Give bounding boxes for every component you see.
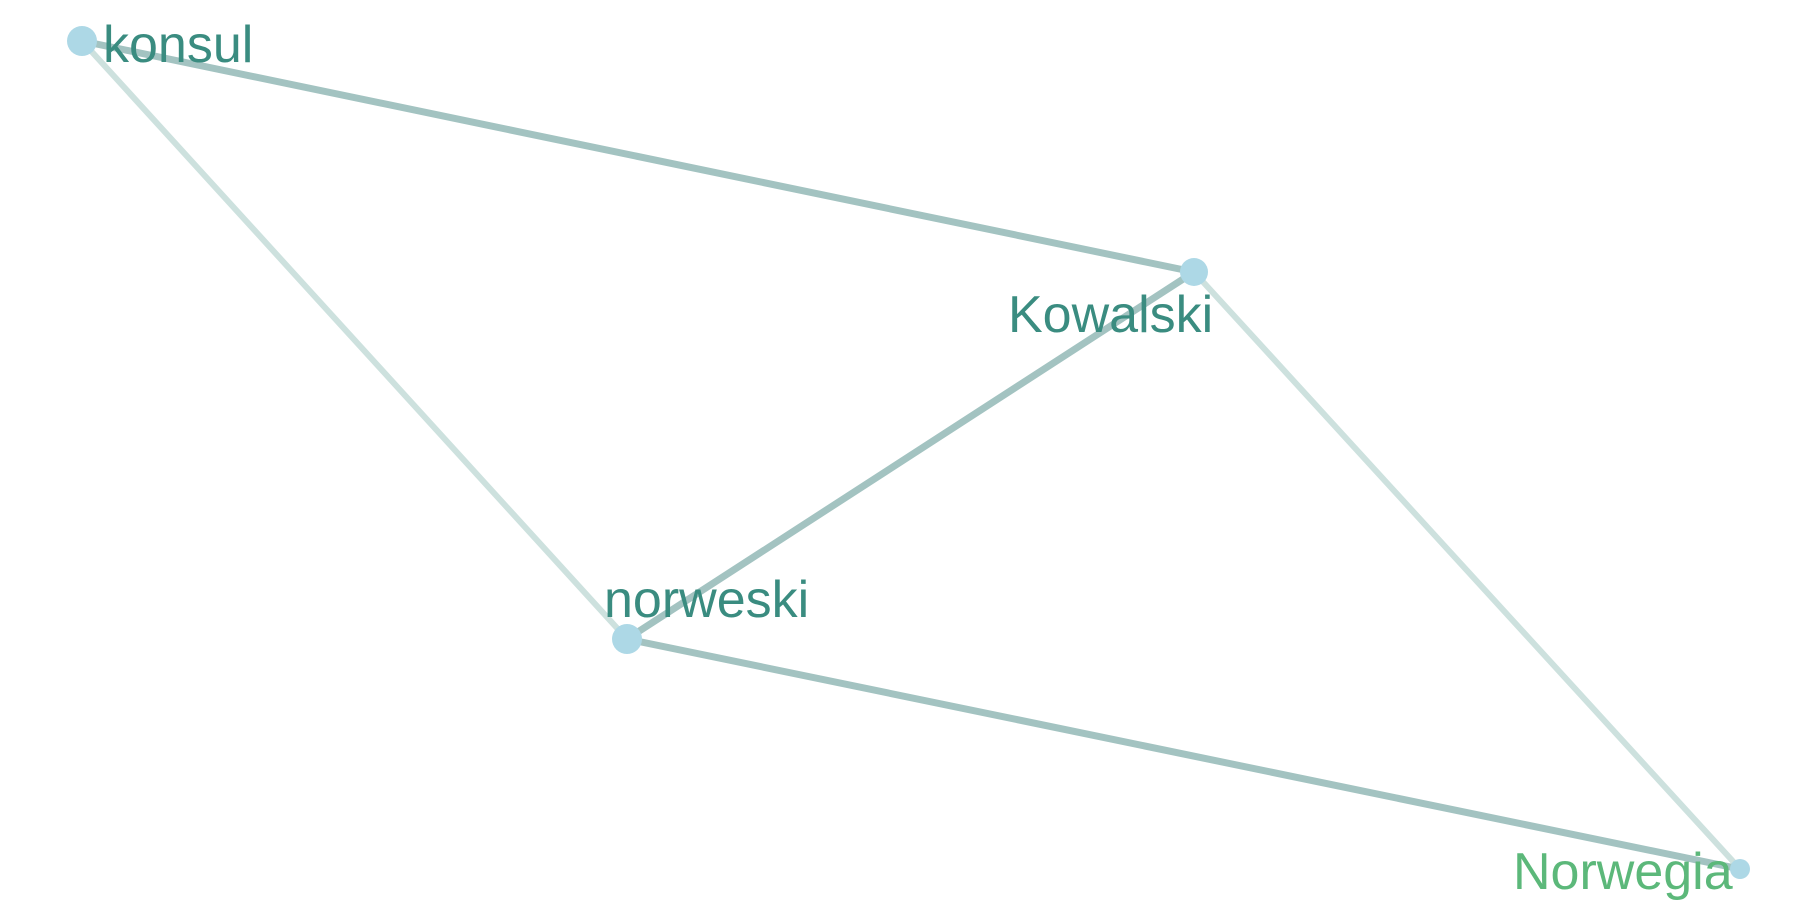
node-norweski [612,624,642,654]
edge-kowalski-norwegia [1191,269,1743,872]
edges-layer [78,37,1744,873]
edge-kowalski-norweski [623,268,1198,643]
nodes-layer [67,26,1750,879]
edge-norweski-norwegia [623,635,1744,873]
node-konsul [67,26,97,56]
node-label-kowalski: Kowalski [1008,286,1213,344]
node-norwegia [1730,859,1750,879]
node-label-norwegia: Norwegia [1513,843,1733,900]
edge-konsul-norweski [79,38,630,642]
node-kowalski [1180,258,1208,286]
edge-konsul-kowalski [78,37,1198,276]
node-label-norweski: norweski [604,571,809,629]
node-label-konsul: konsul [103,16,253,74]
